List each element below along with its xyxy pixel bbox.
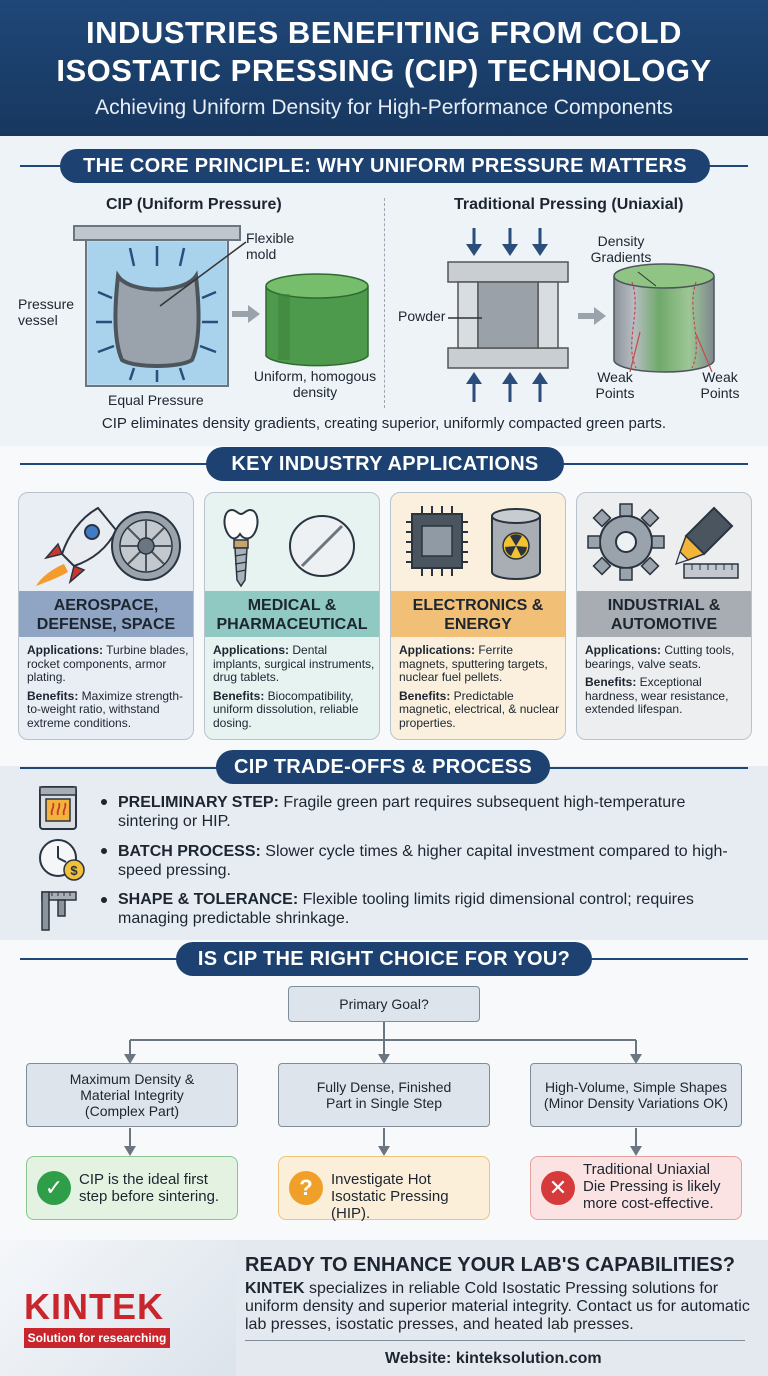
bullet — [101, 848, 107, 854]
industry-card-industrial: INDUSTRIAL & AUTOMOTIVE Applications: Cut… — [576, 492, 752, 740]
decision-condition-hip: Fully Dense, Finished Part in Single Ste… — [278, 1063, 490, 1127]
decision-root: Primary Goal? — [288, 986, 480, 1022]
logo-panel — [0, 1240, 236, 1376]
footer: KINTEK Solution for researching — [0, 1240, 768, 1376]
cip-title: CIP (Uniform Pressure) — [106, 196, 282, 213]
outcome-text: Investigate Hot Isostatic Pressing (HIP)… — [331, 1171, 449, 1222]
tradeoffs-section — [0, 766, 768, 940]
card-applications: Applications: Cutting tools, bearings, v… — [585, 643, 735, 671]
furnace-icon — [39, 786, 77, 830]
card-benefits: Benefits: Biocompatibility, uniform diss… — [213, 688, 359, 730]
medical-icons — [223, 508, 355, 588]
logo-slogan: Solution for researching — [24, 1328, 170, 1348]
tradeoff-preliminary-step: PRELIMINARY STEP: Fragile green part req… — [118, 794, 686, 830]
footer-text: KINTEK specializes in reliable Cold Isos… — [245, 1280, 750, 1333]
label-powder: Powder — [398, 308, 446, 324]
uniform-density-part — [265, 273, 369, 367]
page-subtitle: Achieving Uniform Density for High-Perfo… — [95, 96, 673, 119]
tablet-icon — [289, 515, 355, 577]
uniaxial-press-diagram — [447, 228, 569, 402]
label-weak-points-right: Weak Points — [700, 369, 740, 401]
card-body: Applications: Cutting tools, bearings, v… — [585, 643, 749, 722]
svg-text:$: $ — [70, 863, 78, 878]
tradeoffs-heading: CIP TRADE-OFFS & PROCESS — [216, 750, 550, 784]
label-flexible-mold: Flexible mold — [246, 230, 295, 262]
card-title: ELECTRONICS & ENERGY — [391, 591, 565, 637]
card-body: Applications: Ferrite magnets, sputterin… — [399, 643, 563, 735]
electronics-icons — [406, 506, 541, 580]
card-body: Applications: Turbine blades, rocket com… — [27, 643, 191, 735]
x-icon: ✕ — [541, 1171, 575, 1205]
caliper-icon — [41, 891, 77, 931]
question-icon: ? — [289, 1171, 323, 1205]
rocket-icon — [36, 506, 118, 586]
weak-point-pointers — [629, 271, 713, 373]
outcome-text: Traditional Uniaxial Die Pressing is lik… — [583, 1161, 721, 1212]
clock-cost-icon: $ — [39, 839, 85, 881]
decision-condition-uniaxial: High-Volume, Simple Shapes (Minor Densit… — [530, 1063, 742, 1127]
arrow-right-icon — [578, 307, 606, 325]
bullet — [101, 897, 107, 903]
microchip-icon — [406, 506, 468, 576]
label-equal-pressure: Equal Pressure — [108, 392, 204, 408]
bullet — [101, 799, 107, 805]
decision-connectors — [124, 1022, 642, 1156]
pressure-vessel-diagram — [73, 225, 241, 387]
label-pressure-vessel: Pressure vessel — [18, 296, 75, 328]
label-weak-points-left: Weak Points — [595, 369, 635, 401]
card-applications: Applications: Dental implants, surgical … — [213, 643, 375, 684]
arrow-right-icon — [232, 305, 260, 323]
core-summary: CIP eliminates density gradients, creati… — [101, 415, 667, 432]
applications-heading: KEY INDUSTRY APPLICATIONS — [206, 447, 564, 481]
cutting-tool-icon — [675, 506, 739, 579]
dental-implant-icon — [223, 508, 259, 588]
decision-outcome-cip: ✓CIP is the ideal first step before sint… — [26, 1156, 238, 1220]
powder-pointer-line — [448, 317, 482, 319]
turbine-icon — [111, 511, 181, 581]
density-gradient-part — [613, 263, 715, 373]
core-principle-heading: THE CORE PRINCIPLE: WHY UNIFORM PRESSURE… — [60, 149, 710, 183]
card-benefits: Benefits: Exceptional hardness, wear res… — [585, 675, 729, 716]
card-applications: Applications: Ferrite magnets, sputterin… — [399, 643, 548, 684]
radioactive-barrel-icon — [491, 508, 541, 580]
traditional-title: Traditional Pressing (Uniaxial) — [454, 196, 684, 213]
footer-title: READY TO ENHANCE YOUR LAB'S CAPABILITIES… — [245, 1254, 735, 1276]
card-benefits: Benefits: Predictable magnetic, electric… — [399, 688, 560, 730]
gear-icon — [587, 503, 665, 581]
decision-outcome-hip: ?Investigate Hot Isostatic Pressing (HIP… — [278, 1156, 490, 1222]
aerospace-icons — [36, 506, 181, 586]
website-link[interactable]: Website: kinteksolution.com — [385, 1350, 602, 1367]
card-title: MEDICAL & PHARMACEUTICAL — [205, 591, 379, 637]
comparison-divider — [384, 198, 385, 408]
check-icon: ✓ — [37, 1171, 71, 1205]
tradeoff-shape-tolerance: SHAPE & TOLERANCE: Flexible tooling limi… — [118, 891, 694, 927]
decision-heading: IS CIP THE RIGHT CHOICE FOR YOU? — [176, 942, 592, 976]
footer-divider — [245, 1340, 745, 1341]
label-density-gradients: Density Gradients — [590, 233, 652, 265]
industrial-icons — [587, 503, 739, 581]
mold-pointer-line — [159, 241, 247, 307]
card-title: INDUSTRIAL & AUTOMOTIVE — [577, 591, 751, 637]
card-body: Applications: Dental implants, surgical … — [213, 643, 377, 735]
kintek-logo: KINTEK — [24, 1286, 164, 1327]
card-benefits: Benefits: Maximize strength-to-weight ra… — [27, 688, 184, 730]
card-title: AEROSPACE, DEFENSE, SPACE — [19, 591, 193, 637]
tradeoff-batch-process: BATCH PROCESS: Slower cycle times & high… — [118, 843, 728, 879]
decision-outcome-uniaxial: ✕Traditional Uniaxial Die Pressing is li… — [530, 1156, 742, 1220]
decision-condition-cip: Maximum Density & Material Integrity (Co… — [26, 1063, 238, 1127]
outcome-text: CIP is the ideal first step before sinte… — [79, 1171, 220, 1205]
card-applications: Applications: Turbine blades, rocket com… — [27, 643, 189, 684]
label-uniform-density: Uniform, homogous density — [253, 368, 377, 400]
